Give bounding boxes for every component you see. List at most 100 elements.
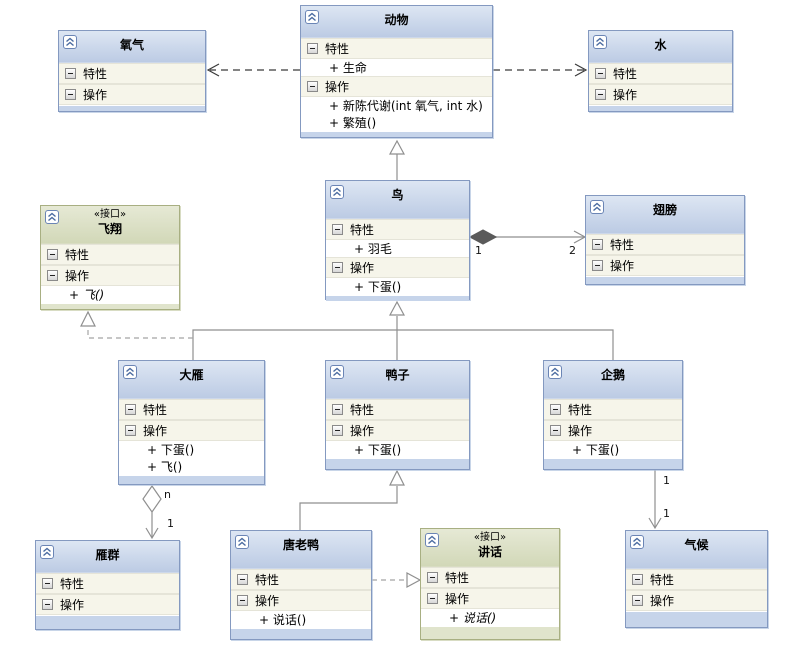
operations-section[interactable]: 操作	[326, 420, 469, 441]
class-footer	[59, 105, 205, 111]
collapse-icon[interactable]	[590, 200, 604, 214]
operation-item[interactable]: + 飞()	[41, 286, 179, 303]
class-donald[interactable]: 唐老鸭 特性 操作 + 说话()	[230, 530, 372, 640]
hollow-triangle-icon	[388, 139, 406, 155]
class-footer	[544, 458, 682, 469]
minus-icon[interactable]	[632, 574, 643, 585]
minus-icon[interactable]	[550, 425, 561, 436]
class-bird[interactable]: 鸟 特性 + 羽毛 操作 + 下蛋()	[325, 180, 470, 301]
operations-section[interactable]: 操作	[301, 76, 492, 97]
class-water[interactable]: 水 特性 操作	[588, 30, 733, 112]
attributes-section[interactable]: 特性	[231, 569, 371, 590]
realization-goose-fly[interactable]	[87, 327, 193, 339]
minus-icon[interactable]	[592, 239, 603, 250]
collapse-icon[interactable]	[593, 35, 607, 49]
attributes-section[interactable]: 特性	[421, 567, 559, 588]
class-penguin[interactable]: 企鹅 特性 操作 + 下蛋()	[543, 360, 683, 470]
minus-icon[interactable]	[592, 260, 603, 271]
minus-icon[interactable]	[307, 43, 318, 54]
attributes-section[interactable]: 特性	[589, 63, 732, 84]
class-animal[interactable]: 动物 特性 + 生命 操作 + 新陈代谢(int 氧气, int 水) + 繁殖…	[300, 5, 493, 138]
minus-icon[interactable]	[125, 425, 136, 436]
attribute-item[interactable]: + 羽毛	[326, 240, 469, 257]
minus-icon[interactable]	[332, 262, 343, 273]
minus-icon[interactable]	[237, 574, 248, 585]
collapse-icon[interactable]	[45, 210, 59, 224]
minus-icon[interactable]	[632, 595, 643, 606]
operations-section[interactable]: 操作	[589, 84, 732, 105]
operations-section[interactable]: 操作	[119, 420, 264, 441]
minus-icon[interactable]	[125, 404, 136, 415]
operation-item[interactable]: + 新陈代谢(int 氧气, int 水)	[301, 97, 492, 114]
attributes-section[interactable]: 特性	[59, 63, 205, 84]
minus-icon[interactable]	[307, 81, 318, 92]
minus-icon[interactable]	[65, 68, 76, 79]
class-wings[interactable]: 翅膀 特性 操作	[585, 195, 745, 285]
operations-section[interactable]: 操作	[41, 265, 179, 286]
operations-section[interactable]: 操作	[59, 84, 205, 105]
operation-item[interactable]: + 繁殖()	[301, 114, 492, 131]
operations-section[interactable]: 操作	[421, 588, 559, 609]
attributes-section[interactable]: 特性	[586, 234, 744, 255]
class-footer	[326, 458, 469, 469]
hollow-diamond-icon	[142, 484, 162, 514]
operations-section[interactable]: 操作	[544, 420, 682, 441]
minus-icon[interactable]	[427, 572, 438, 583]
operations-section[interactable]: 操作	[326, 257, 469, 278]
attribute-item[interactable]: + 生命	[301, 59, 492, 76]
attributes-section[interactable]: 特性	[119, 399, 264, 420]
minus-icon[interactable]	[550, 404, 561, 415]
minus-icon[interactable]	[47, 249, 58, 260]
attributes-section[interactable]: 特性	[326, 219, 469, 240]
minus-icon[interactable]	[42, 599, 53, 610]
collapse-icon[interactable]	[548, 365, 562, 379]
collapse-icon[interactable]	[425, 533, 439, 547]
class-climate[interactable]: 气候 特性 操作	[625, 530, 768, 628]
operation-item[interactable]: + 下蛋()	[326, 278, 469, 295]
class-duck[interactable]: 鸭子 特性 操作 + 下蛋()	[325, 360, 470, 470]
operations-section[interactable]: 操作	[626, 590, 767, 611]
attributes-section[interactable]: 特性	[301, 38, 492, 59]
collapse-icon[interactable]	[330, 185, 344, 199]
interface-speech[interactable]: «接口» 讲话 特性 操作 + 说话()	[420, 528, 560, 640]
operations-section[interactable]: 操作	[231, 590, 371, 611]
class-flock[interactable]: 雁群 特性 操作	[35, 540, 180, 630]
open-arrow-icon	[574, 63, 588, 77]
class-goose[interactable]: 大雁 特性 操作 + 下蛋() + 飞()	[118, 360, 265, 485]
collapse-icon[interactable]	[123, 365, 137, 379]
interface-fly[interactable]: «接口» 飞翔 特性 操作 + 飞()	[40, 205, 180, 310]
operation-item[interactable]: + 说话()	[231, 611, 371, 628]
collapse-icon[interactable]	[630, 535, 644, 549]
minus-icon[interactable]	[332, 425, 343, 436]
attributes-section[interactable]: 特性	[41, 244, 179, 265]
collapse-icon[interactable]	[40, 545, 54, 559]
generalization-donald-duck[interactable]	[299, 486, 398, 530]
minus-icon[interactable]	[595, 68, 606, 79]
collapse-icon[interactable]	[63, 35, 77, 49]
operations-section[interactable]: 操作	[586, 255, 744, 276]
minus-icon[interactable]	[42, 578, 53, 589]
collapse-icon[interactable]	[330, 365, 344, 379]
collapse-icon[interactable]	[305, 10, 319, 24]
operation-item[interactable]: + 下蛋()	[326, 441, 469, 458]
operation-item[interactable]: + 下蛋()	[544, 441, 682, 458]
attributes-section[interactable]: 特性	[36, 573, 179, 594]
class-name: 讲话	[477, 545, 502, 559]
attributes-section[interactable]: 特性	[544, 399, 682, 420]
generalization-branch[interactable]	[192, 329, 614, 360]
attributes-section[interactable]: 特性	[326, 399, 469, 420]
minus-icon[interactable]	[595, 89, 606, 100]
collapse-icon[interactable]	[235, 535, 249, 549]
minus-icon[interactable]	[332, 224, 343, 235]
minus-icon[interactable]	[332, 404, 343, 415]
minus-icon[interactable]	[47, 270, 58, 281]
minus-icon[interactable]	[237, 595, 248, 606]
attributes-section[interactable]: 特性	[626, 569, 767, 590]
operations-section[interactable]: 操作	[36, 594, 179, 615]
class-oxygen[interactable]: 氧气 特性 操作	[58, 30, 206, 112]
minus-icon[interactable]	[427, 593, 438, 604]
operation-item[interactable]: + 说话()	[421, 609, 559, 626]
minus-icon[interactable]	[65, 89, 76, 100]
operation-item[interactable]: + 飞()	[119, 458, 264, 475]
operation-item[interactable]: + 下蛋()	[119, 441, 264, 458]
